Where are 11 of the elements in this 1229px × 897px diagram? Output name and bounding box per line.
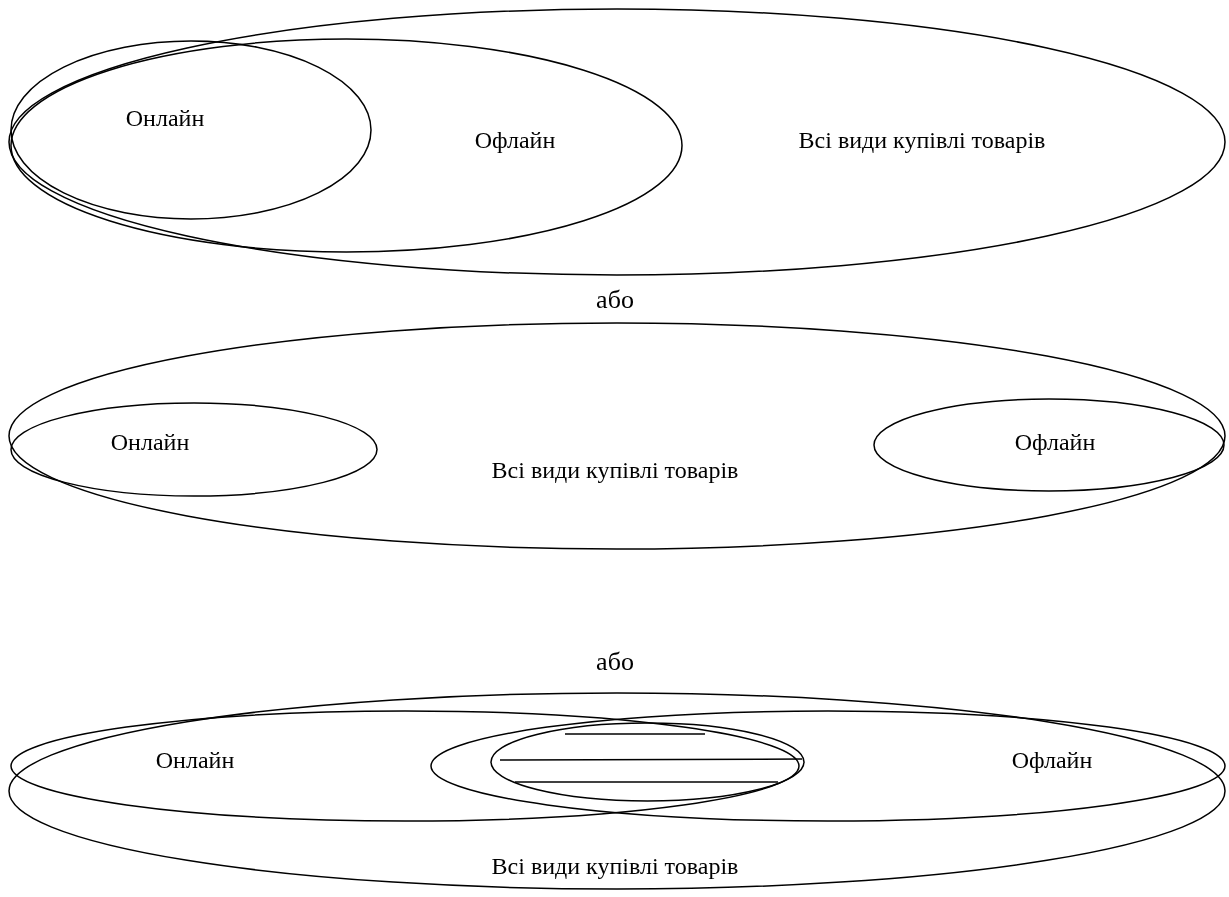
set-label: Всі види купівлі товарів: [798, 126, 1046, 154]
set-label: Всі види купівлі товарів: [491, 852, 739, 880]
set-label: Офлайн: [1014, 428, 1096, 456]
set-label: Всі види купівлі товарів: [491, 456, 739, 484]
set-label: Онлайн: [155, 746, 235, 774]
set-label: Онлайн: [125, 104, 205, 132]
connector-word: або: [596, 647, 634, 677]
set-label: Офлайн: [1011, 746, 1093, 774]
connector-word: або: [596, 285, 634, 315]
set-label: Онлайн: [110, 428, 190, 456]
set-label: Офлайн: [474, 126, 556, 154]
